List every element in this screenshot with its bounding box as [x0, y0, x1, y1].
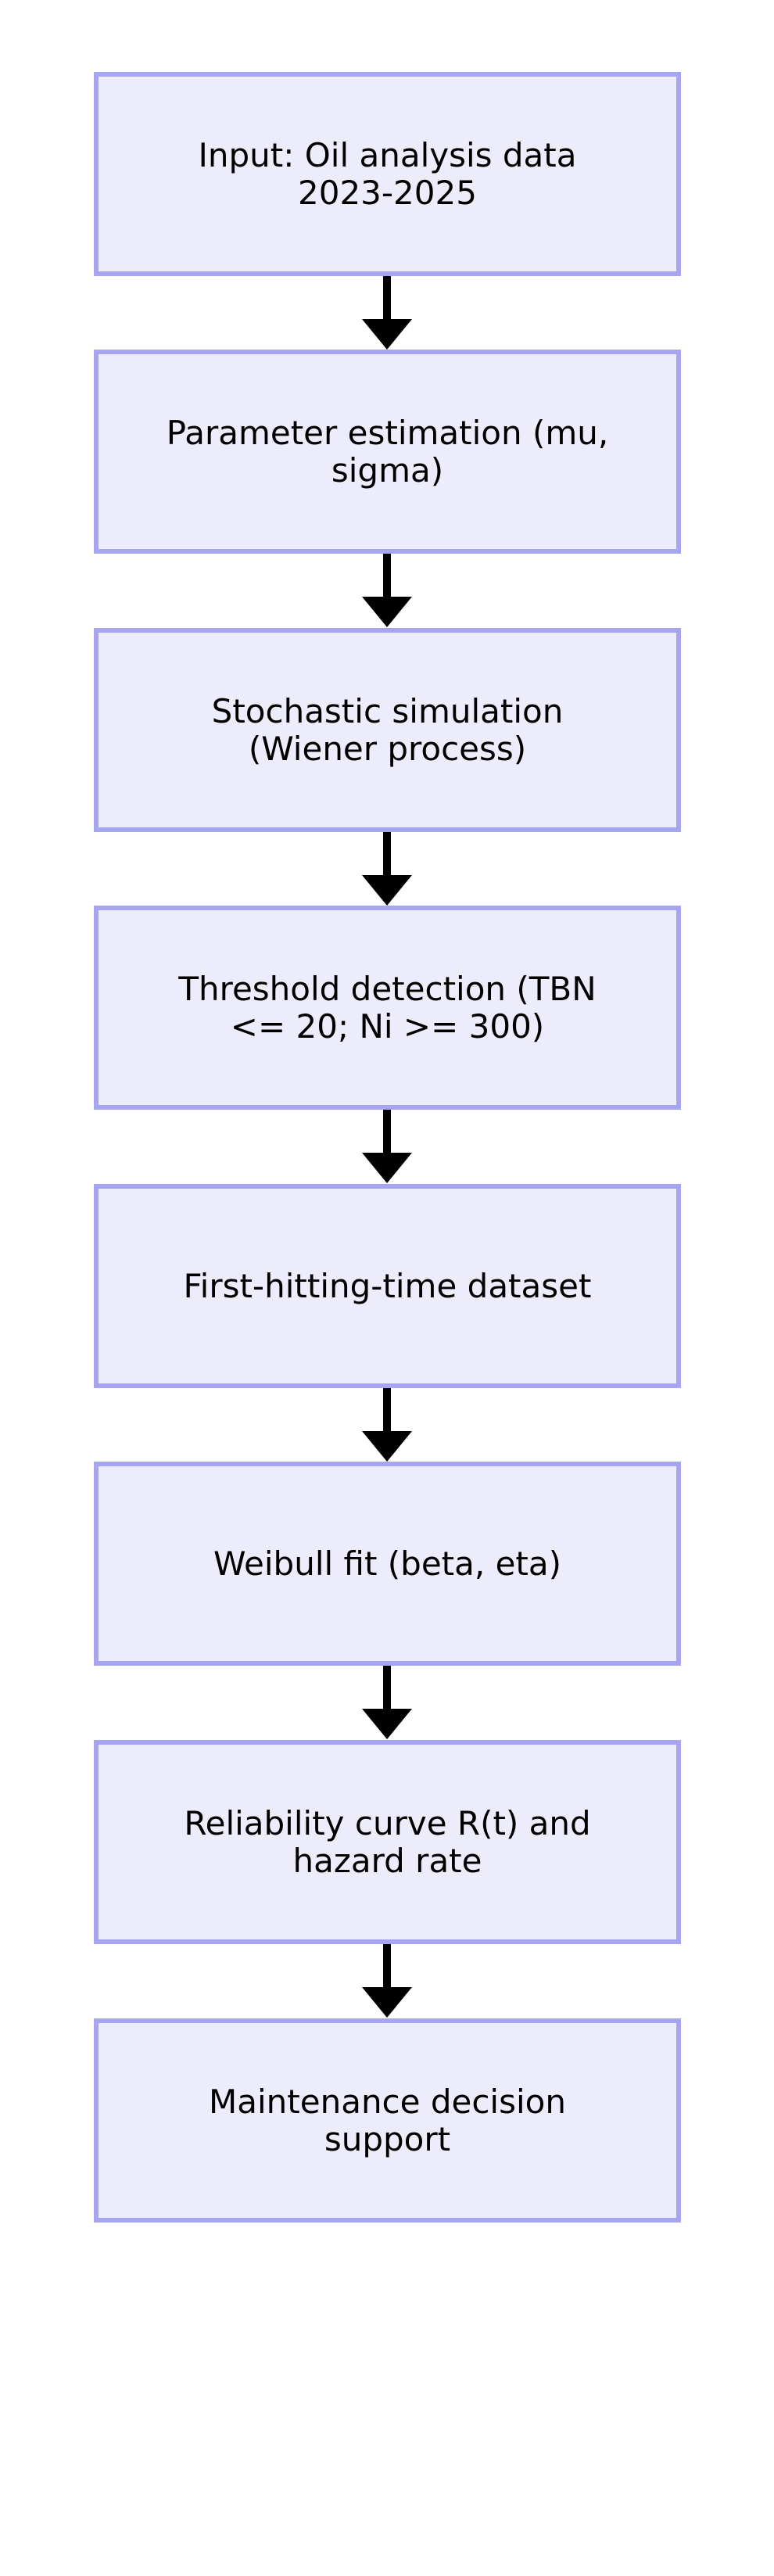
flow-node-stochastic-simulation: Stochastic simulation (Wiener process): [94, 628, 681, 832]
arrow-down-icon: [362, 276, 412, 350]
arrow-down-icon: [362, 1944, 412, 2018]
flow-node-first-hitting-time: First-hitting-time dataset: [94, 1184, 681, 1388]
flow-node-maintenance-decision: Maintenance decision support: [94, 2018, 681, 2223]
flow-node-threshold-detection-label: Threshold detection (TBN <= 20; Ni >= 30…: [178, 970, 597, 1046]
flow-node-threshold-detection: Threshold detection (TBN <= 20; Ni >= 30…: [94, 906, 681, 1110]
flow-node-input-label: Input: Oil analysis data 2023-2025: [198, 136, 577, 212]
arrow-down-icon: [362, 1388, 412, 1462]
flow-node-weibull-fit-label: Weibull fit (beta, eta): [213, 1544, 562, 1583]
flow-node-weibull-fit: Weibull fit (beta, eta): [94, 1462, 681, 1666]
flow-node-reliability-curve-label: Reliability curve R(t) and hazard rate: [184, 1804, 591, 1880]
flow-node-reliability-curve: Reliability curve R(t) and hazard rate: [94, 1740, 681, 1944]
arrow-down-icon: [362, 1666, 412, 1739]
flow-node-maintenance-decision-label: Maintenance decision support: [209, 2083, 566, 2158]
arrow-down-icon: [362, 832, 412, 906]
arrow-down-icon: [362, 1110, 412, 1183]
flow-node-first-hitting-time-label: First-hitting-time dataset: [183, 1266, 592, 1305]
flow-node-parameter-estimation-label: Parameter estimation (mu, sigma): [166, 414, 609, 490]
flow-node-input: Input: Oil analysis data 2023-2025: [94, 72, 681, 276]
flow-node-stochastic-simulation-label: Stochastic simulation (Wiener process): [211, 692, 564, 768]
arrow-down-icon: [362, 554, 412, 627]
flow-node-parameter-estimation: Parameter estimation (mu, sigma): [94, 350, 681, 554]
